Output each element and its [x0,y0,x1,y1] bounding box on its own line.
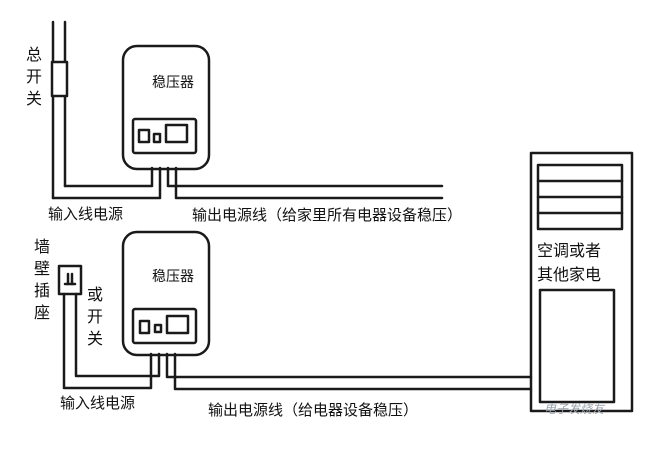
stabilizer-top-label: 稳压器 [152,75,194,91]
input-wire-top [51,166,162,200]
output-line-label-top: 输出电源线（给家里所有电器设备稳压） [192,206,463,224]
wall-socket-box [57,264,83,296]
appliance-label-line1: 空调或者 [537,241,602,260]
socket-prongs [63,272,77,286]
main-switch-box [50,60,69,98]
or-switch-label: 或 开 关 [87,285,104,348]
wall-socket-label: 墙 壁 插 座 [34,237,51,322]
stabilizer-bottom-unit [121,230,211,357]
main-switch-label: 总 开 关 [26,45,43,108]
input-wire-bottom [62,292,161,390]
stabilizer-bottom-label: 稳压器 [152,269,194,285]
input-line-label-top: 输入线电源 [48,205,124,223]
main-power-line [51,20,67,200]
watermark: 电子发烧友 [544,402,605,416]
stabilizer-top-unit [121,44,211,171]
appliance-cabinet [529,151,634,413]
appliance-label-line2: 其他家电 [537,265,602,284]
output-line-label-bottom: 输出电源线（给电器设备稳压） [208,401,419,419]
input-line-label-bottom: 输入线电源 [60,394,136,412]
output-wire-bottom [165,352,533,391]
output-wire-top [166,166,444,200]
